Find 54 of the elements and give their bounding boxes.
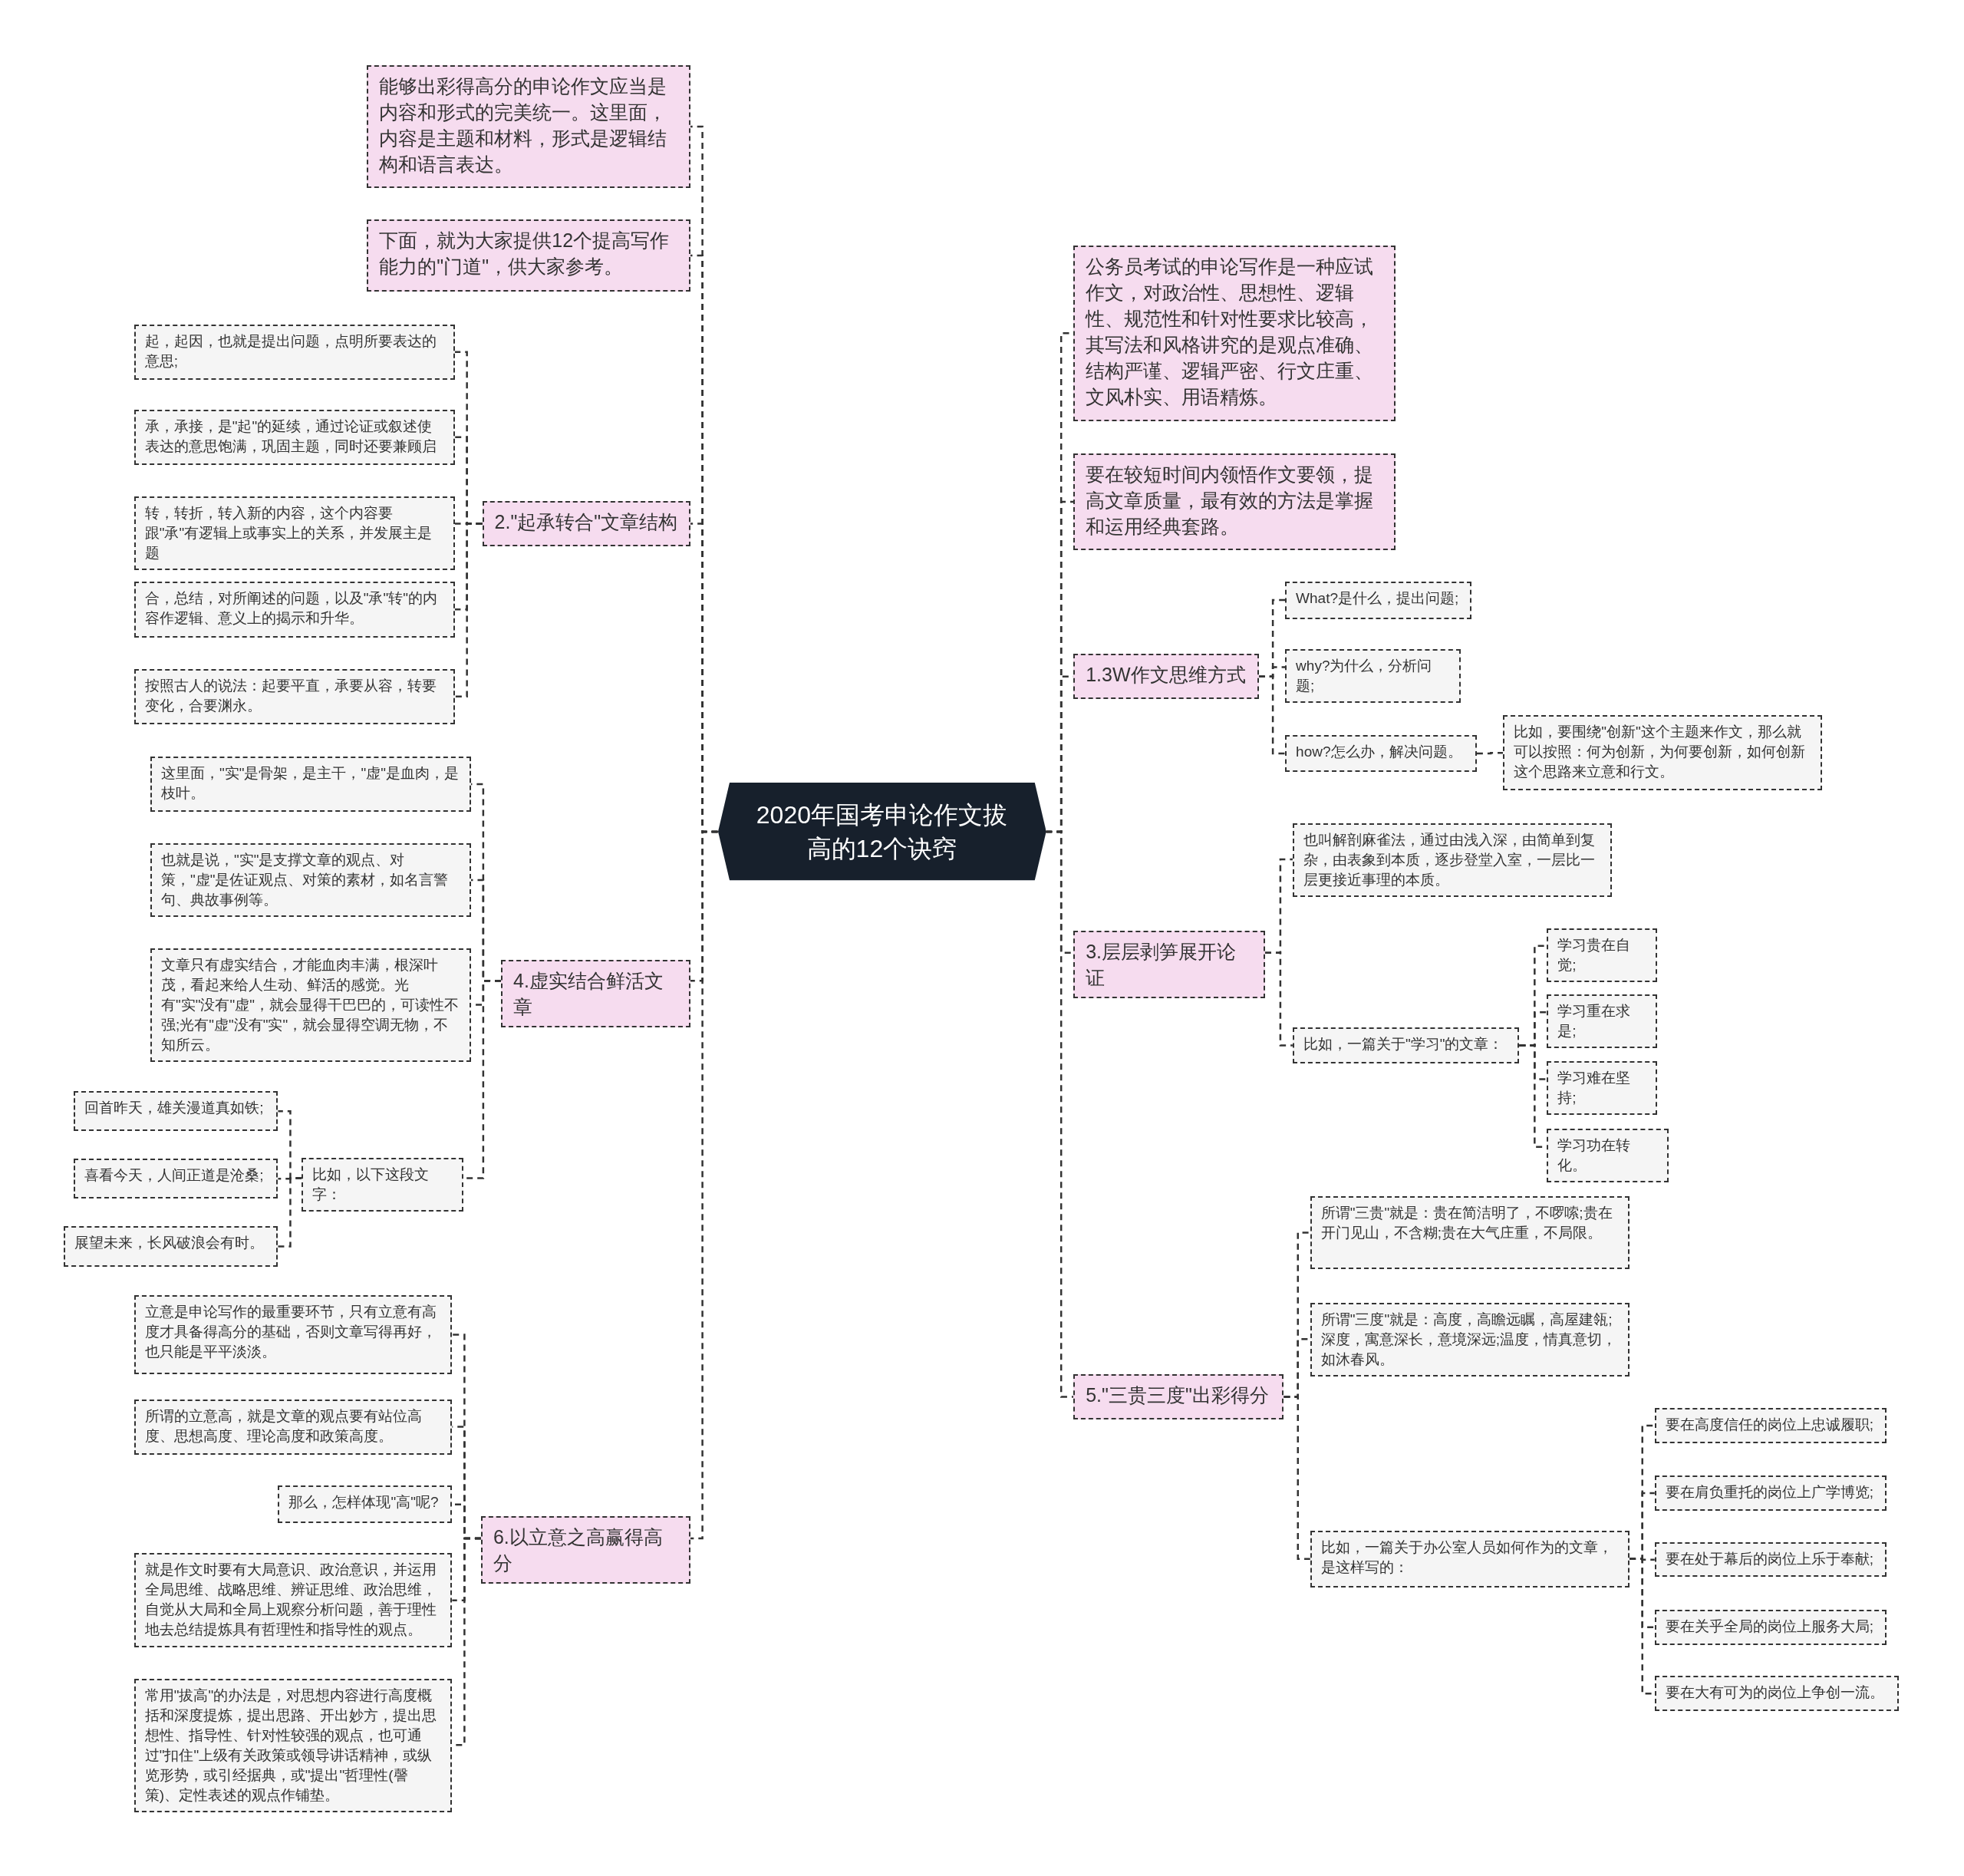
note-box: 学习功在转化。: [1547, 1129, 1669, 1182]
note-box: 比如，一篇关于办公室人员如何作为的文章，是这样写的：: [1310, 1531, 1630, 1588]
note-box: 学习贵在自觉;: [1547, 928, 1657, 982]
note-box: 常用"拔高"的办法是，对思想内容进行高度概括和深度提炼，提出思路、开出妙方，提出思想性、指导性、针对性较强的观点，也可通过"扣住"上级有关政策或领导讲话精神，或纵览形势，或引经据典，或"提出"哲理性(謦策)、定性表述的观点作铺垫。: [133, 1678, 453, 1812]
connector-line: [1046, 830, 1074, 1398]
note-box: What?是什么，提出问题;: [1285, 581, 1472, 619]
note-box: 也叫解剖麻雀法，通过由浅入深，由简单到复杂，由表象到本质，逐步登堂入室，一层比一层更接近事理的本质。: [1292, 823, 1613, 897]
note-box: 要在关乎全局的岗位上服务大局;: [1654, 1609, 1887, 1645]
topic-box: 2."起承转合"文章结构: [482, 501, 690, 546]
topic-box: 能够出彩得高分的申论作文应当是内容和形式的完美统一。这里面，内容是主题和材料，形式是逻辑结构和语言表达。: [367, 64, 690, 188]
topic-box: 1.3W作文思维方式: [1073, 654, 1259, 699]
connector-line: [1284, 1396, 1310, 1561]
note-box: 所谓"三度"就是：高度，高瞻远瞩，高屋建瓴;深度，寓意深长，意境深远;温度，情真意切，如沐春风。: [1310, 1302, 1630, 1377]
note-box: 合，总结，对所阐述的问题，以及"承"转"的内容作逻辑、意义上的揭示和升华。: [133, 581, 455, 638]
note-box: 按照古人的说法：起要平直，承要从容，转要变化，合要渊永。: [133, 668, 455, 724]
note-box: 喜看今天，人间正道是沧桑;: [74, 1159, 278, 1199]
connector-line: [1476, 751, 1504, 755]
note-box: why?为什么，分析问题;: [1285, 648, 1461, 703]
note-box: 立意是申论写作的最重要环节，只有立意有高度才具备得高分的基础，否则文章写得再好，也只能是平平淡淡。: [133, 1295, 453, 1374]
topic-box: 5."三贵三度"出彩得分: [1073, 1374, 1284, 1419]
note-box: 承，承接，是"起"的延续，通过论证或叙述使表达的意思饱满，巩固主题，同时还要兼顾启: [133, 409, 455, 465]
connector-line: [1258, 675, 1286, 755]
note-box: 要在肩负重托的岗位上广学博览;: [1654, 1475, 1887, 1511]
topic-box: 公务员考试的申论写作是一种应试作文，对政治性、思想性、逻辑性、规范性和针对性要求比较高，其写法和风格讲究的是观点准确、结构严谨、逻辑严密、行文庄重、文风朴实、用语精炼。: [1073, 246, 1396, 421]
note-box: 展望未来，长风破浪会有时。: [64, 1226, 278, 1267]
connector-line: [454, 523, 483, 697]
topic-box: 4.虚实结合鲜活文章: [501, 959, 690, 1027]
note-box: 比如，以下这段文字：: [302, 1157, 464, 1212]
note-box: 转，转折，转入新的内容，这个内容要跟"承"有逻辑上或事实上的关系，并发展主是题: [133, 496, 455, 570]
note-box: 所谓的立意高，就是文章的观点要有站位高度、思想高度、理论高度和政策高度。: [133, 1399, 453, 1455]
note-box: 比如，要围绕"创新"这个主题来作文，那么就可以按照：何为创新，为何要创新，如何创新这个思路来立意和行文。: [1503, 715, 1823, 791]
note-box: 文章只有虚实结合，才能血肉丰满，根深叶茂，看起来给人生动、鲜活的感觉。光有"实"没有"虚"，就会显得干巴巴的，可读性不强;光有"虚"没有"实"，就会显得空调无物，不知所云。: [150, 948, 471, 1062]
note-box: 要在处于幕后的岗位上乐于奉献;: [1654, 1541, 1887, 1578]
note-box: 比如，一篇关于"学习"的文章：: [1292, 1027, 1520, 1064]
topic-box: 6.以立意之高赢得高分: [480, 1515, 690, 1584]
note-box: 学习重在求是;: [1547, 994, 1657, 1049]
note-box: 回首昨天，雄关漫道真如铁;: [74, 1091, 278, 1132]
note-box: 所谓"三贵"就是：贵在简洁明了，不啰嗦;贵在开门见山，不含糊;贵在大气庄重，不局限。: [1310, 1196, 1630, 1269]
connector-line: [278, 1177, 302, 1248]
note-box: 这里面，"实"是骨架，是主干，"虚"是血肉，是枝叶。: [150, 757, 471, 812]
note-box: 也就是说，"实"是支撑文章的观点、对策，"虚"是佐证观点、对策的素材，如名言警句、典故事例等。: [150, 842, 471, 918]
note-box: 就是作文时要有大局意识、政治意识，并运用全局思维、战略思维、辨证思维、政治思维，自觉从大局和全局上观察分析问题，善于理性地去总结提炼具有哲理性和指导性的观点。: [133, 1553, 453, 1647]
note-box: 起，起因，也就是提出问题，点明所要表达的意思;: [133, 324, 455, 380]
note-box: 那么，怎样体现"高"呢?: [278, 1485, 453, 1524]
note-box: 要在高度信任的岗位上忠诚履职;: [1654, 1408, 1887, 1443]
central-topic: 2020年国考申论作文拔高的12个诀窍: [717, 783, 1046, 881]
connector-line: [1265, 951, 1293, 1047]
connector-line: [690, 830, 718, 1540]
topic-box: 要在较短时间内领悟作文要领，提高文章质量，最有效的方法是掌握和运用经典套路。: [1073, 453, 1396, 550]
topic-box: 下面，就为大家提供12个提高写作能力的"门道"，供大家参考。: [367, 219, 690, 292]
note-box: 学习难在坚持;: [1547, 1060, 1657, 1115]
note-box: 要在大有可为的岗位上争创一流。: [1654, 1676, 1900, 1712]
topic-box: 3.层层剥笋展开论证: [1073, 931, 1265, 999]
note-box: how?怎么办，解决问题。: [1285, 735, 1477, 772]
